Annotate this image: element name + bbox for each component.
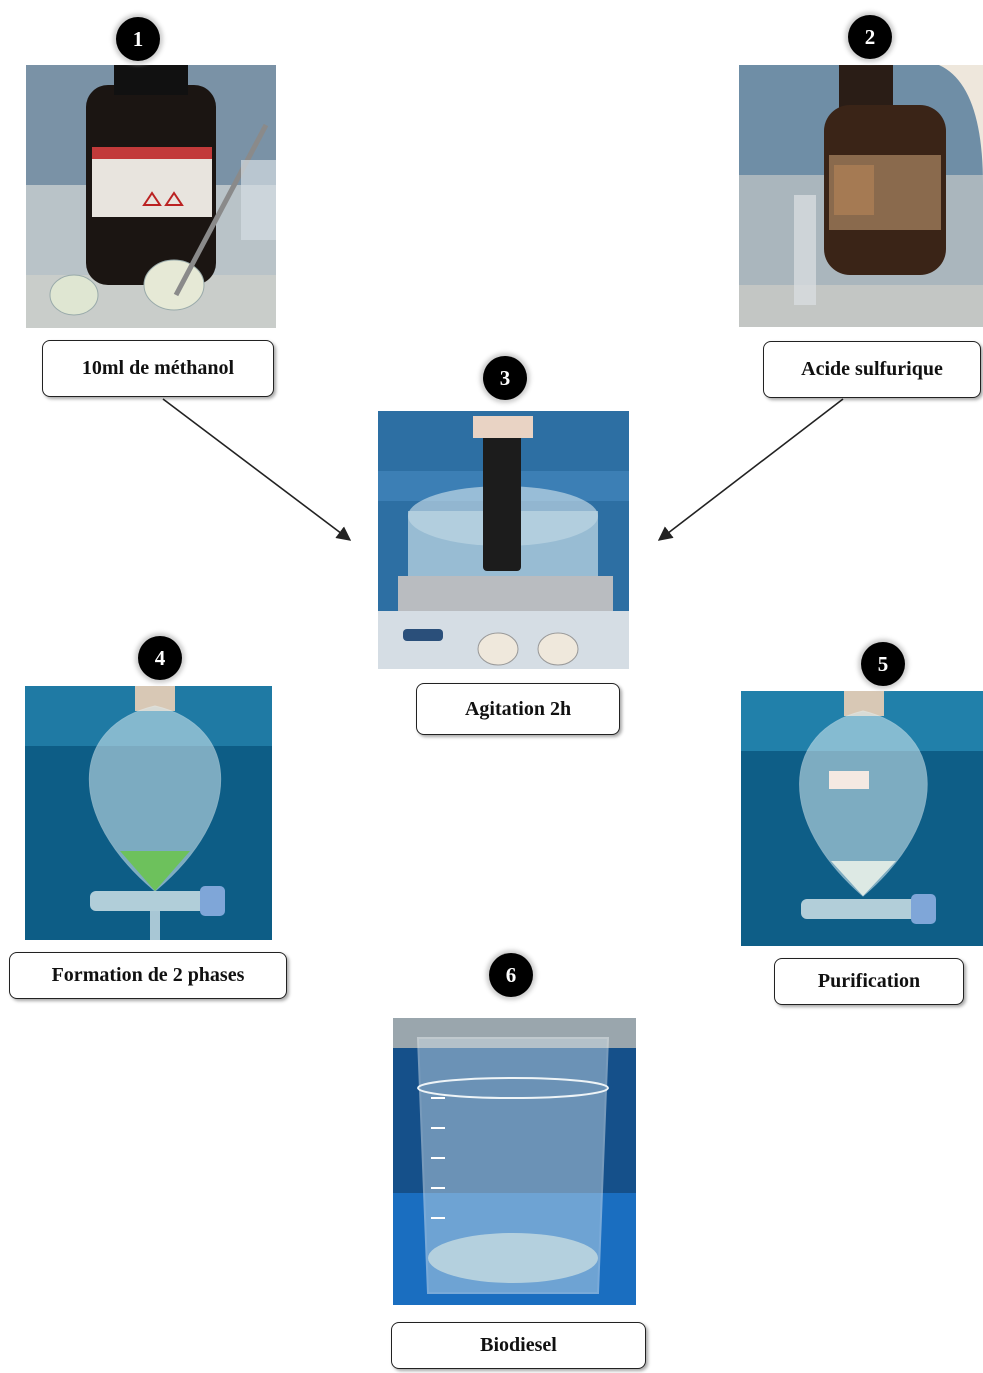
step-2-badge: 2 bbox=[848, 15, 892, 59]
step-4-badge: 4 bbox=[138, 636, 182, 680]
photo-stirrer-beaker bbox=[378, 411, 629, 669]
photo-sulfuric-acid-bottle bbox=[739, 65, 983, 327]
step-6-label: Biodiesel bbox=[391, 1322, 646, 1369]
step-5-badge: 5 bbox=[861, 642, 905, 686]
step-4-label: Formation de 2 phases bbox=[9, 952, 287, 999]
step-3-label: Agitation 2h bbox=[416, 683, 620, 735]
photo-biodiesel-beaker bbox=[393, 1018, 636, 1305]
arrow-step1-to-step3 bbox=[162, 398, 352, 541]
step-6-badge: 6 bbox=[489, 953, 533, 997]
step-5-label: Purification bbox=[774, 958, 964, 1005]
step-2-label: Acide sulfurique bbox=[763, 341, 981, 398]
step-1-label: 10ml de méthanol bbox=[42, 340, 274, 397]
photo-methanol-bottle bbox=[26, 65, 276, 328]
photo-separatory-funnel-two-phases bbox=[25, 686, 272, 940]
photo-separatory-funnel-purification bbox=[741, 691, 983, 946]
step-1-badge: 1 bbox=[116, 17, 160, 61]
arrow-step2-to-step3 bbox=[657, 398, 844, 541]
step-3-badge: 3 bbox=[483, 356, 527, 400]
